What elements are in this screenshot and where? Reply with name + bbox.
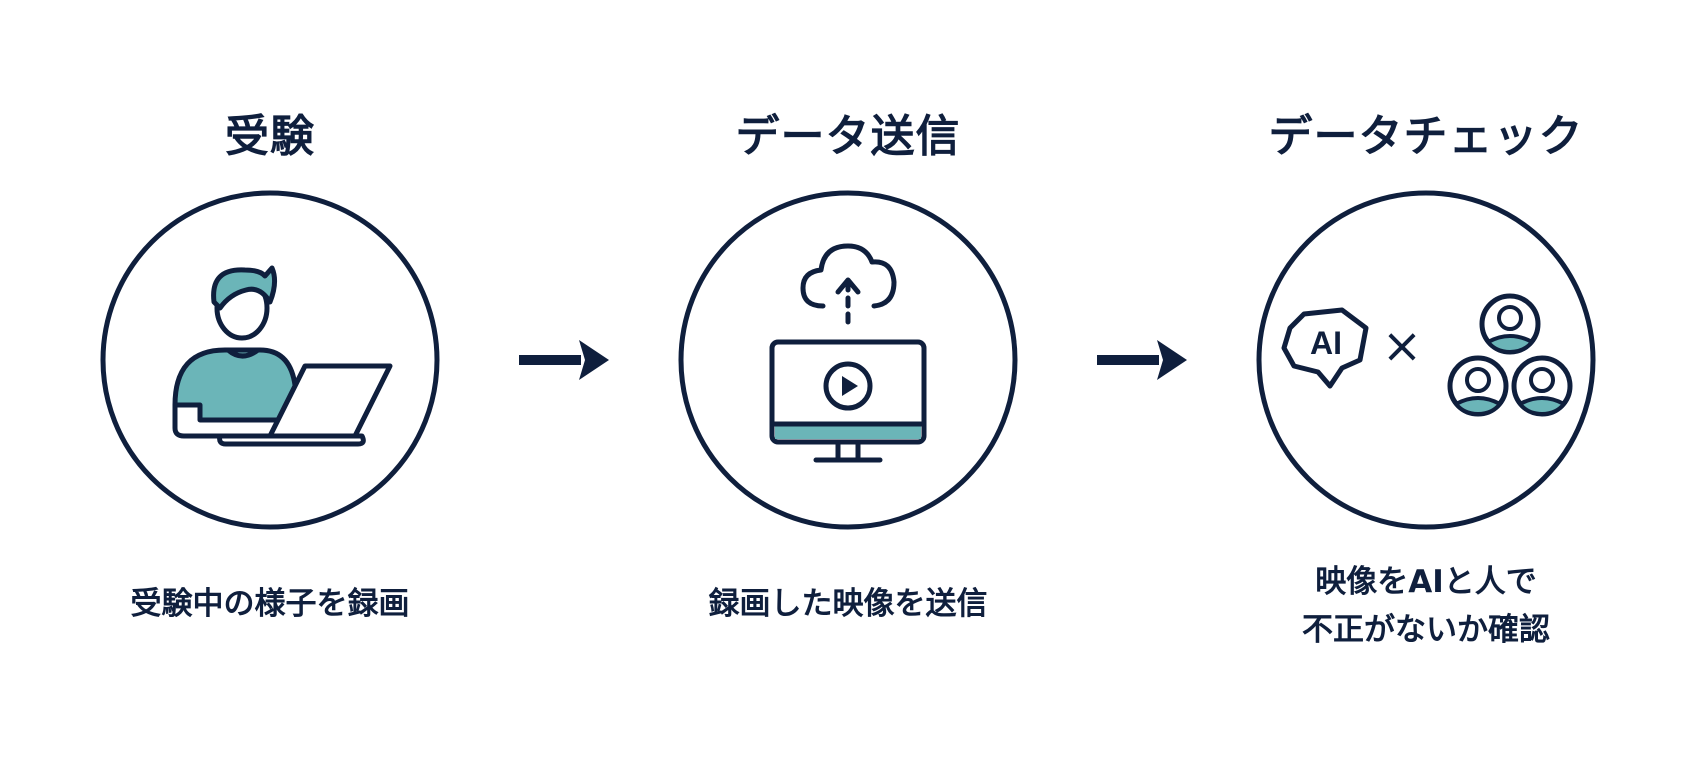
step-data-send: データ送信 録画した映像を送信 [638,0,1058,760]
ai-speech-bubble-icon: AI [1281,307,1369,389]
right-arrow-icon [1097,338,1187,382]
times-symbol: × [1382,318,1422,374]
step-title: 受験 [225,111,315,162]
people-group-icon [1447,293,1573,417]
step-data-check: データチェック AI × [1216,0,1636,760]
step-caption: 録画した映像を送信 [638,580,1058,628]
step-title: データチェック [1268,111,1584,162]
step-title: データ送信 [735,111,961,162]
right-arrow-icon [519,338,609,382]
person-with-laptop-icon [172,265,393,447]
step-circle: AI × [1256,190,1596,530]
caption-line: 受験中の様子を録画 [130,586,410,622]
step-exam: 受験 受験中の様子を録画 [60,0,480,760]
step-caption: 映像をAIと人で 不正がないか確認 [1216,558,1636,654]
step-circle [678,190,1018,530]
caption-line: 不正がないか確認 [1302,612,1550,648]
step-caption: 受験中の様子を録画 [60,580,480,628]
caption-line: 録画した映像を送信 [708,586,988,622]
caption-line: 映像をAIと人で [1315,564,1537,600]
step-circle [100,190,440,530]
ai-label: AI [1310,325,1342,361]
cloud-upload-monitor-icon [769,243,927,463]
